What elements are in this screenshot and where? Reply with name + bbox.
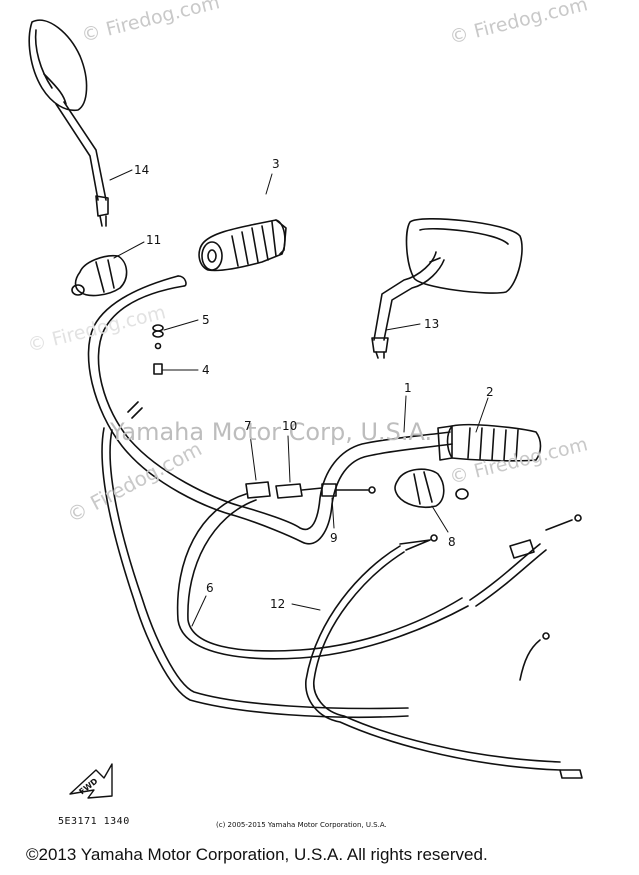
small-fasteners (152, 324, 164, 375)
right-mirror (371, 218, 523, 359)
callout-1: 1 (404, 381, 412, 395)
switch-housing (394, 468, 469, 509)
left-mirror (28, 19, 109, 227)
fwd-arrow-icon (69, 763, 113, 799)
diagram-code: 5E3171 1340 (58, 816, 130, 827)
callout-2: 2 (486, 385, 494, 399)
cable-adjusters (245, 481, 376, 499)
callout-11: 11 (146, 233, 162, 247)
callout-leaders (109, 169, 489, 627)
left-clamp (71, 254, 128, 297)
handlebar (87, 275, 453, 545)
small-copyright: (c) 2005-2015 Yamaha Motor Corporation, … (216, 821, 387, 829)
callout-10: 10 (282, 419, 298, 433)
throttle-grip (198, 219, 287, 272)
callout-4: 4 (202, 363, 210, 377)
callout-6: 6 (206, 581, 214, 595)
callout-9: 9 (330, 531, 338, 545)
callout-14: 14 (134, 163, 150, 177)
callout-12: 12 (270, 597, 286, 611)
callout-13: 13 (424, 317, 440, 331)
right-grip (437, 423, 542, 462)
footer-copyright: ©2013 Yamaha Motor Corporation, U.S.A. A… (26, 845, 488, 864)
callout-3: 3 (272, 157, 280, 171)
callout-5: 5 (202, 313, 210, 327)
cable-6 (101, 427, 469, 719)
callout-8: 8 (448, 535, 456, 549)
callout-7: 7 (244, 419, 252, 433)
cable-12 (305, 514, 583, 779)
